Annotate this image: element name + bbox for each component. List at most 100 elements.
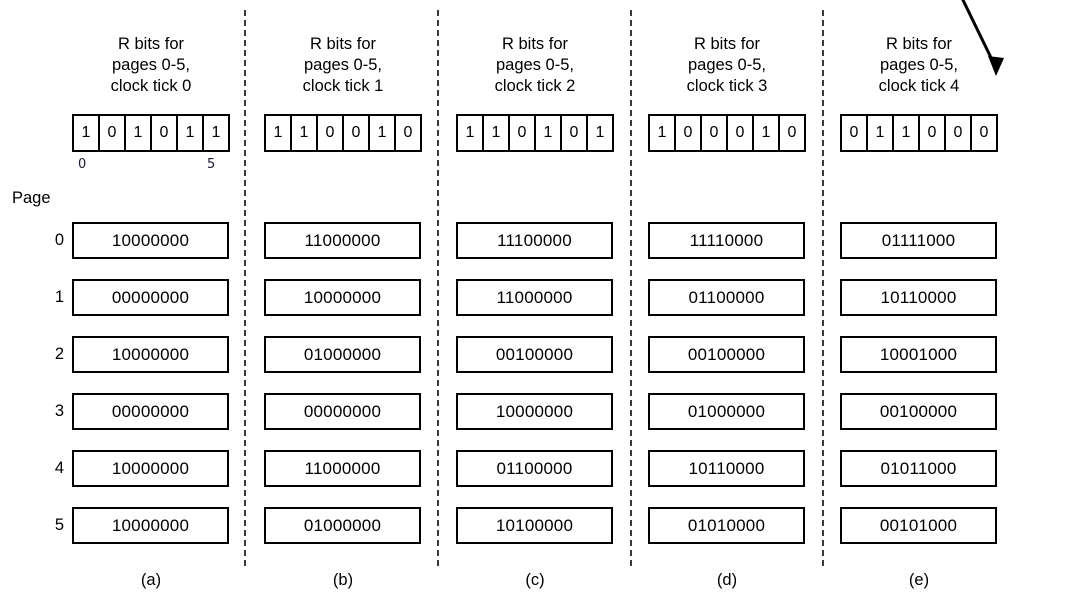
row-index-3: 3 <box>54 402 64 420</box>
r-bit-cell-e-3: 0 <box>920 116 946 150</box>
counter-box-a-page-5: 10000000 <box>72 507 229 544</box>
r-bit-cell-a-5: 1 <box>211 124 221 141</box>
r-bit-cell-a-2: 1 <box>126 116 152 150</box>
counter-box-d-page-1: 01100000 <box>648 279 805 316</box>
counter-box-d-page-2: 00100000 <box>648 336 805 373</box>
row-index-4: 4 <box>54 459 64 477</box>
row-index-5: 5 <box>54 516 64 534</box>
r-bit-cell-b-3: 0 <box>344 116 370 150</box>
counter-box-e-page-1: 10110000 <box>840 279 997 316</box>
column-header-line: R bits for <box>693 35 761 53</box>
column-header-line: pages 0-5, <box>496 56 574 74</box>
page-column-label: Page <box>12 189 51 207</box>
r-bit-cell-c-4: 0 <box>562 116 588 150</box>
counter-box-c-page-1: 11000000 <box>456 279 613 316</box>
r-bit-cell-a-0: 1 <box>74 116 100 150</box>
r-bit-cell-e-2: 1 <box>894 116 920 150</box>
counter-box-b-page-4: 11000000 <box>264 450 421 487</box>
r-bit-cell-d-4: 1 <box>754 116 780 150</box>
row-index-1: 1 <box>54 288 64 306</box>
r-bit-cell-b-1: 1 <box>292 116 318 150</box>
column-caption-d: (d) <box>716 571 738 589</box>
r-bit-cell-b-4: 1 <box>370 116 396 150</box>
counter-box-c-page-4: 01100000 <box>456 450 613 487</box>
column-separator-4 <box>822 10 824 566</box>
r-bit-cell-a-1: 0 <box>100 116 126 150</box>
column-header-d: R bits for pages 0-5, clock tick 3 <box>648 34 806 97</box>
r-bit-cell-c-1: 1 <box>484 116 510 150</box>
column-header-line: clock tick 3 <box>686 77 768 95</box>
counter-box-a-page-0: 10000000 <box>72 222 229 259</box>
r-bit-cell-d-2: 0 <box>702 116 728 150</box>
counter-box-b-page-1: 10000000 <box>264 279 421 316</box>
r-bit-cell-c-3: 1 <box>536 116 562 150</box>
counter-box-d-page-0: 11110000 <box>648 222 805 259</box>
r-bit-cell-a-3: 0 <box>152 116 178 150</box>
counter-box-c-page-3: 10000000 <box>456 393 613 430</box>
column-header-line: R bits for <box>309 35 377 53</box>
column-header-c: R bits for pages 0-5, clock tick 2 <box>456 34 614 97</box>
column-separator-1 <box>244 10 246 566</box>
r-bit-cell-c-0: 1 <box>458 116 484 150</box>
r-bit-tick-first: 0 <box>78 157 87 172</box>
counter-box-c-page-5: 10100000 <box>456 507 613 544</box>
column-header-e: R bits for pages 0-5, clock tick 4 <box>840 34 998 97</box>
counter-box-d-page-5: 01010000 <box>648 507 805 544</box>
r-bit-cell-c-5: 1 <box>595 124 605 141</box>
r-bit-cell-d-1: 0 <box>676 116 702 150</box>
column-header-line: clock tick 4 <box>878 77 960 95</box>
counter-box-d-page-3: 01000000 <box>648 393 805 430</box>
column-separator-2 <box>437 10 439 566</box>
counter-box-a-page-1: 00000000 <box>72 279 229 316</box>
column-header-line: R bits for <box>117 35 185 53</box>
r-bit-cell-b-2: 0 <box>318 116 344 150</box>
r-bit-tick-last: 5 <box>207 157 216 172</box>
counter-box-e-page-3: 00100000 <box>840 393 997 430</box>
column-header-a: R bits for pages 0-5, clock tick 0 <box>72 34 230 97</box>
column-separator-3 <box>630 10 632 566</box>
counter-box-a-page-4: 10000000 <box>72 450 229 487</box>
r-bit-cell-e-5: 0 <box>979 124 989 141</box>
counter-box-a-page-2: 10000000 <box>72 336 229 373</box>
r-bit-cell-d-5: 0 <box>787 124 797 141</box>
counter-box-a-page-3: 00000000 <box>72 393 229 430</box>
column-caption-a: (a) <box>140 571 162 589</box>
counter-box-b-page-2: 01000000 <box>264 336 421 373</box>
counter-box-e-page-2: 10001000 <box>840 336 997 373</box>
r-bit-cell-d-3: 0 <box>728 116 754 150</box>
column-header-line: pages 0-5, <box>112 56 190 74</box>
counter-box-e-page-0: 01111000 <box>840 222 997 259</box>
column-caption-c: (c) <box>525 571 545 589</box>
counter-box-b-page-5: 01000000 <box>264 507 421 544</box>
counter-box-b-page-3: 00000000 <box>264 393 421 430</box>
counter-box-d-page-4: 10110000 <box>648 450 805 487</box>
column-header-line: pages 0-5, <box>688 56 766 74</box>
counter-box-e-page-4: 01011000 <box>840 450 997 487</box>
column-header-line: pages 0-5, <box>880 56 958 74</box>
counter-box-e-page-5: 00101000 <box>840 507 997 544</box>
row-index-2: 2 <box>54 345 64 363</box>
column-header-line: clock tick 2 <box>494 77 576 95</box>
counter-box-c-page-2: 00100000 <box>456 336 613 373</box>
r-bit-cell-c-2: 0 <box>510 116 536 150</box>
column-header-b: R bits for pages 0-5, clock tick 1 <box>264 34 422 97</box>
column-header-line: clock tick 1 <box>302 77 384 95</box>
column-header-line: pages 0-5, <box>304 56 382 74</box>
column-header-line: R bits for <box>885 35 953 53</box>
r-bit-cell-e-1: 1 <box>868 116 894 150</box>
r-bit-cell-b-5: 0 <box>403 124 413 141</box>
column-header-line: clock tick 0 <box>110 77 192 95</box>
column-caption-b: (b) <box>332 571 354 589</box>
r-bit-cell-b-0: 1 <box>266 116 292 150</box>
r-bit-cell-e-4: 0 <box>946 116 972 150</box>
counter-box-b-page-0: 11000000 <box>264 222 421 259</box>
row-index-0: 0 <box>54 231 64 249</box>
column-caption-e: (e) <box>908 571 930 589</box>
column-header-line: R bits for <box>501 35 569 53</box>
